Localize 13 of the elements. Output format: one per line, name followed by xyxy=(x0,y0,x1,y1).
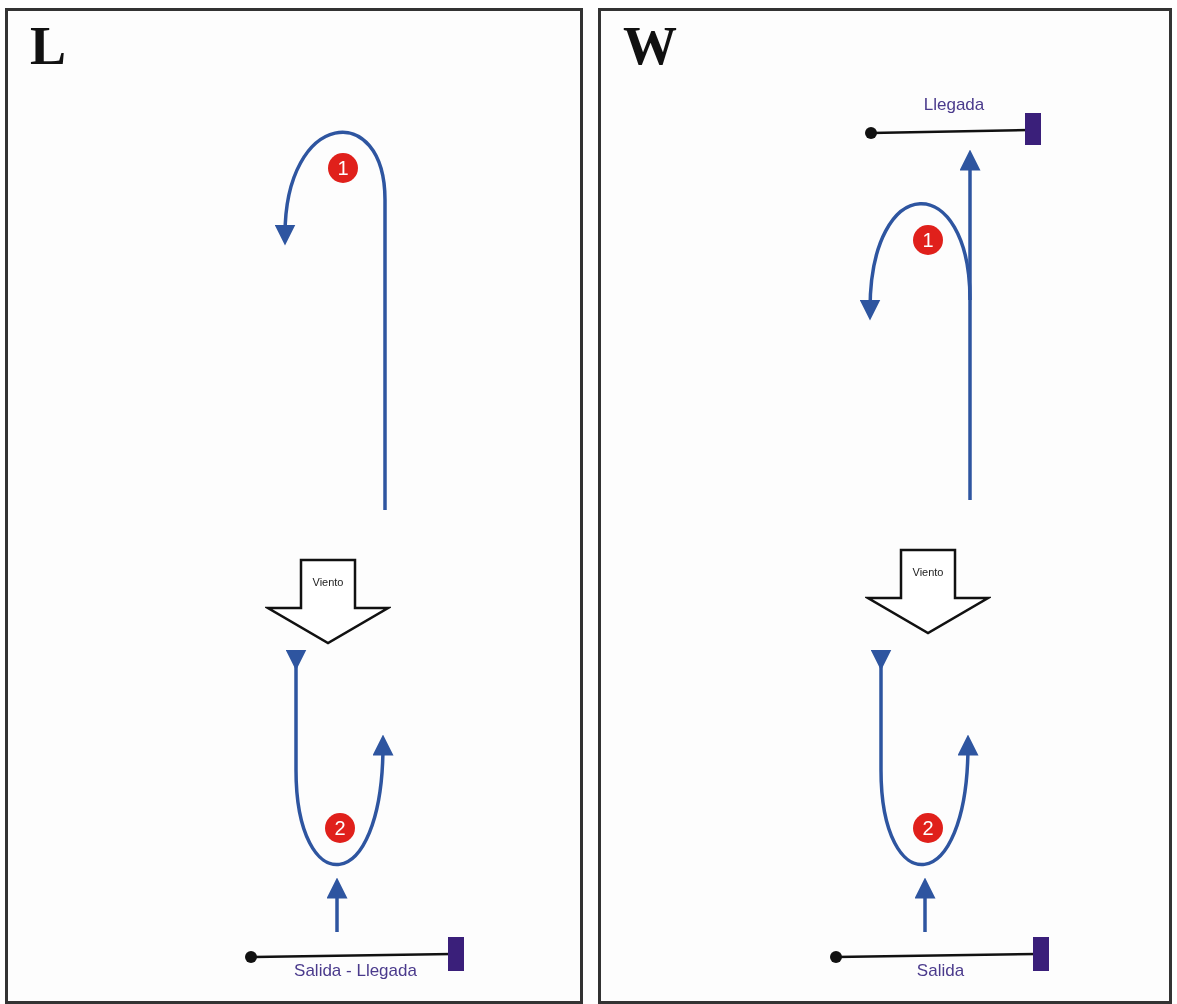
buoy-number: 2 xyxy=(325,813,355,843)
buoy-number: 1 xyxy=(913,225,943,255)
wind-label: Viento xyxy=(911,566,945,578)
wind-label: Viento xyxy=(311,576,345,588)
buoy-number: 2 xyxy=(913,813,943,843)
finish-label: Llegada xyxy=(922,95,986,115)
diagram-panel xyxy=(5,8,583,1004)
panel-title: L xyxy=(30,19,67,73)
start-finish-label: Salida - Llegada xyxy=(293,961,418,981)
diagram-panel xyxy=(598,8,1172,1004)
panel-title: W xyxy=(623,19,677,73)
buoy-number: 1 xyxy=(328,153,358,183)
start-finish-label: Salida xyxy=(915,961,966,981)
